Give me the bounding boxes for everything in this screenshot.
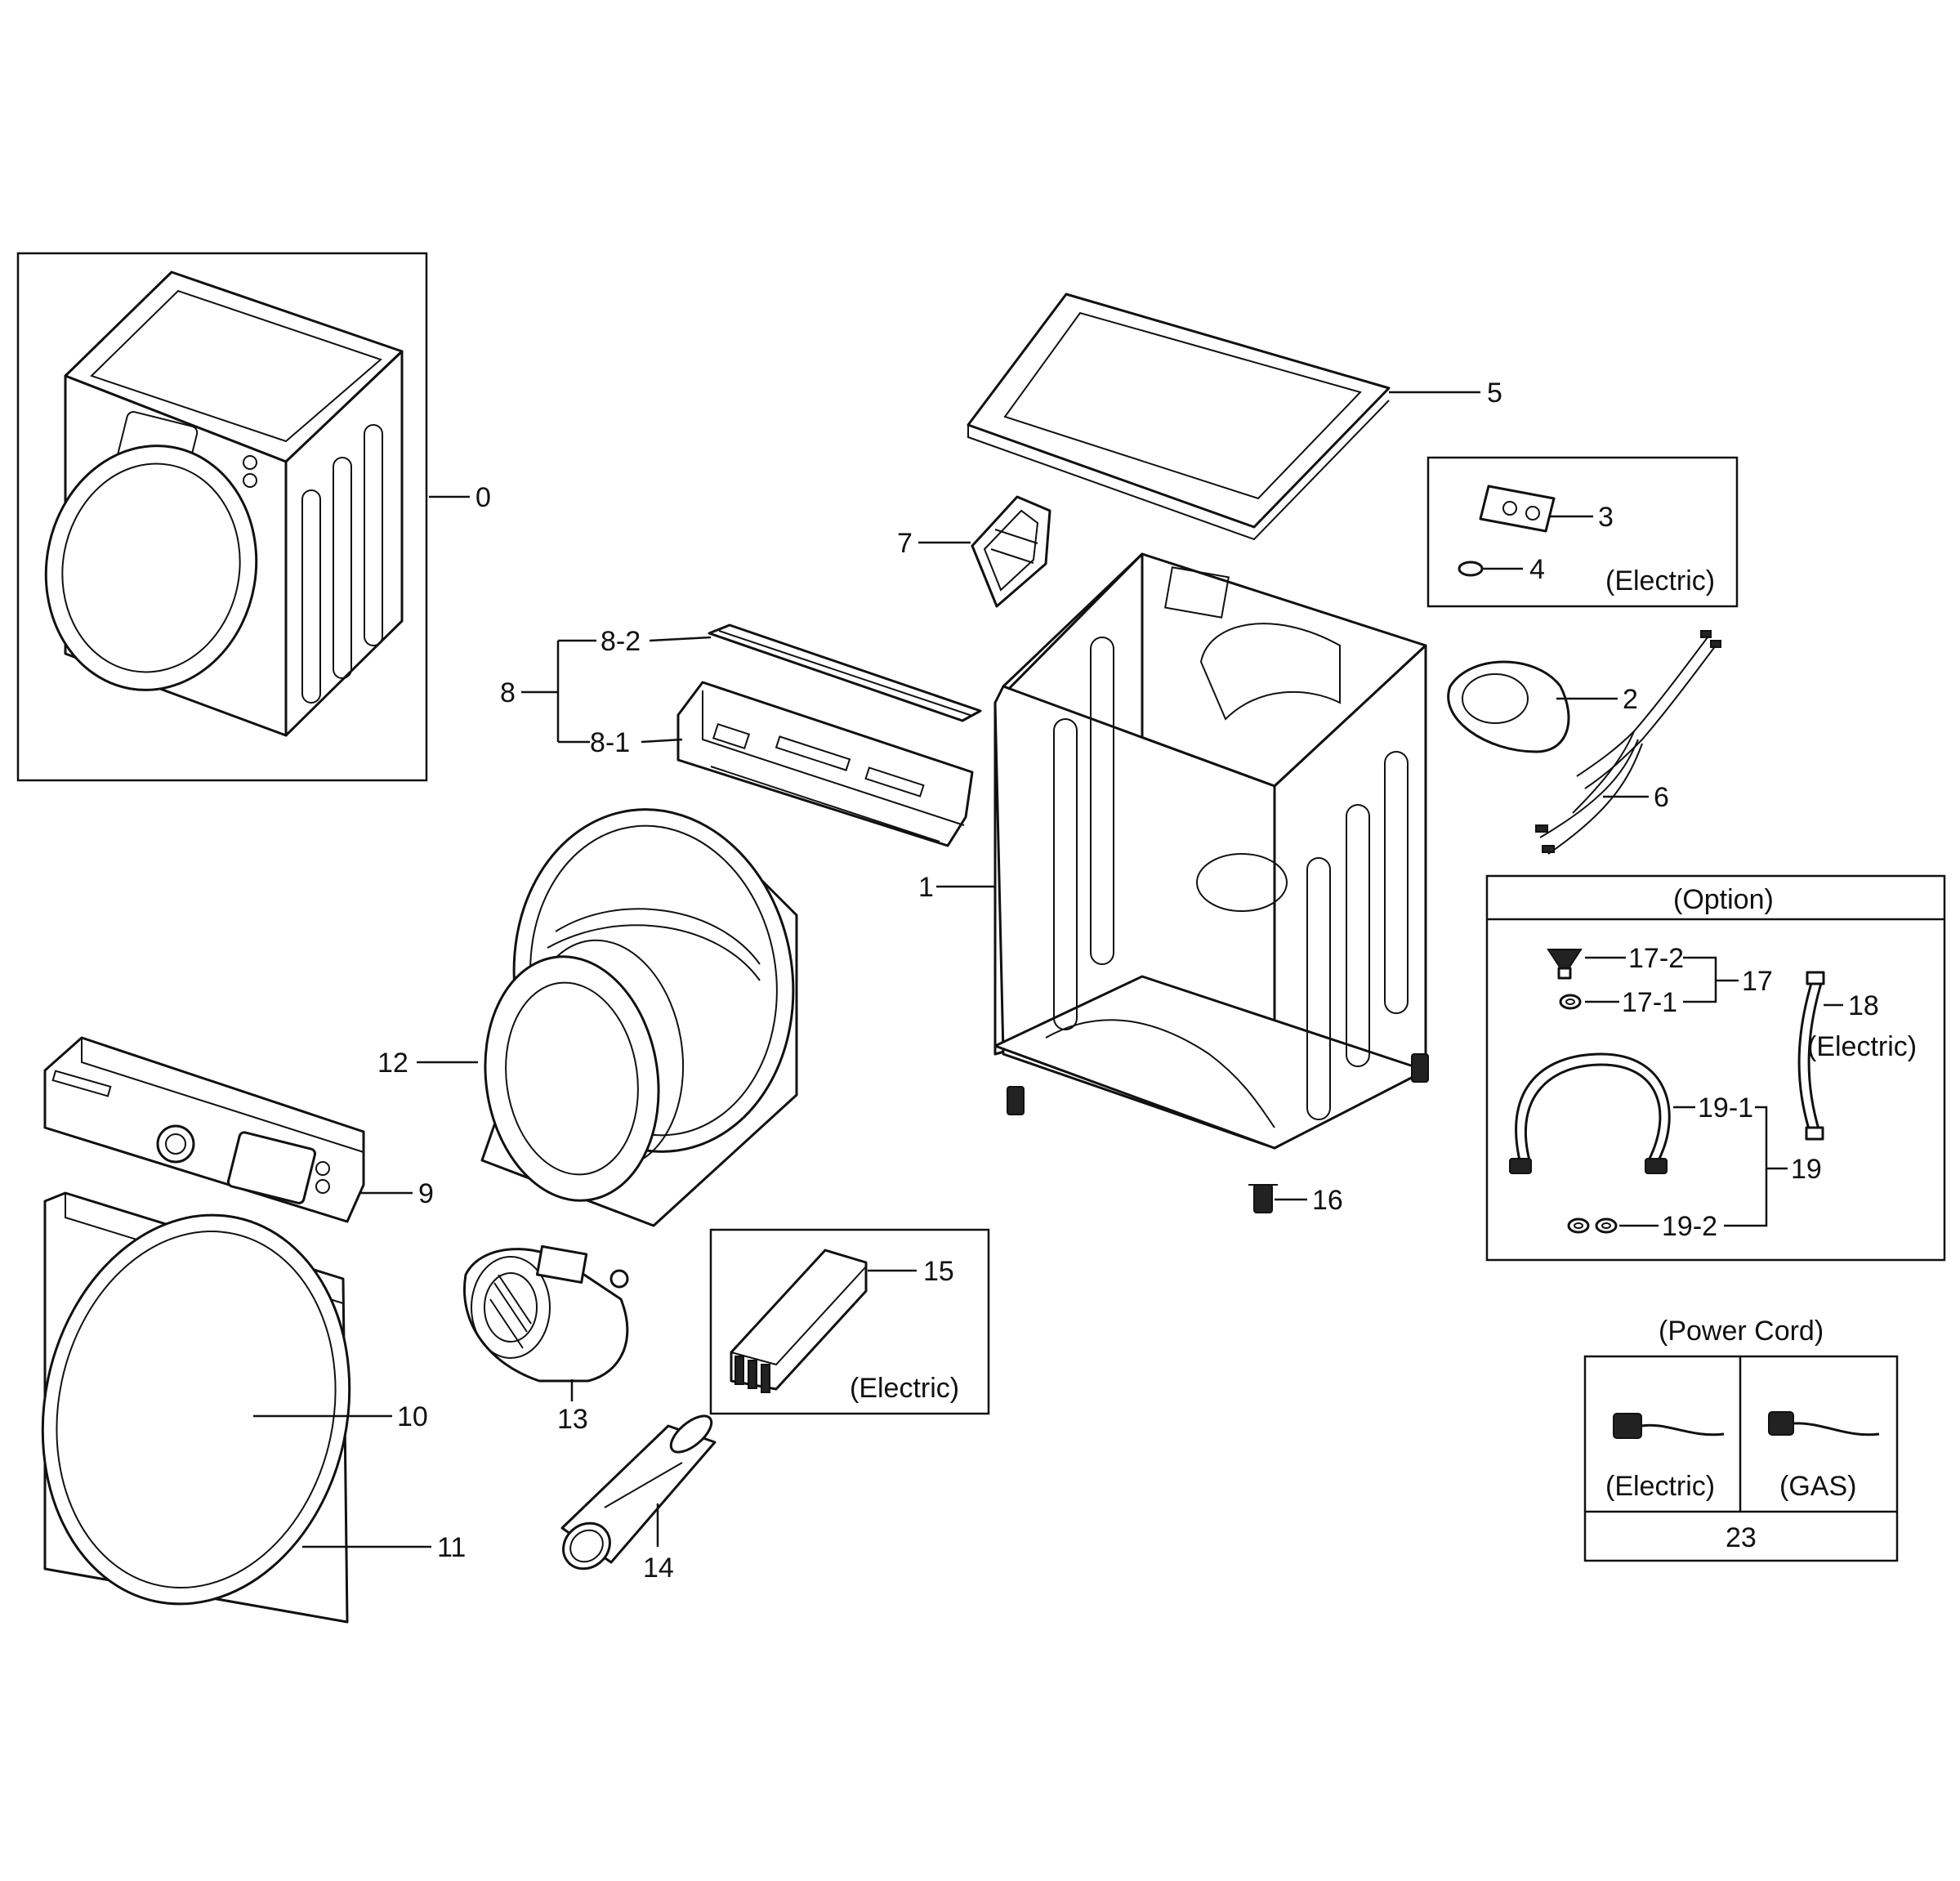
part-6-wire-harness (1535, 630, 1721, 855)
label-part-19-1: 19-1 (1698, 1092, 1753, 1124)
caption-electric-sensor: (Electric) (1605, 565, 1715, 596)
label-part-10: 10 (397, 1401, 428, 1432)
part-16-leveling-foot (1248, 1184, 1278, 1213)
part-15-heater (730, 1249, 868, 1393)
label-part-8: 8 (500, 677, 516, 708)
electric-cord-plug-icon (1613, 1413, 1725, 1439)
label-part-17-2: 17-2 (1628, 943, 1684, 974)
part-18-hose (1797, 971, 1825, 1141)
part-5-top-cover (967, 293, 1391, 541)
caption-cord-electric: (Electric) (1605, 1471, 1715, 1502)
label-part-8-2: 8-2 (601, 626, 641, 657)
label-part-12: 12 (377, 1048, 409, 1079)
caption-option: (Option) (1673, 884, 1774, 915)
power-cord-box (1583, 1355, 1899, 1562)
label-part-0: 0 (475, 482, 491, 513)
label-part-3: 3 (1598, 502, 1614, 533)
label-part-15: 15 (923, 1256, 954, 1287)
label-part-14: 14 (643, 1553, 674, 1584)
part-8-2-upper-rail (708, 623, 982, 722)
part-0-dryer-assembly (16, 252, 428, 782)
label-part-7: 7 (897, 528, 913, 559)
part-7-control-bracket (971, 495, 1051, 608)
part-19-2-washers (1567, 1218, 1618, 1234)
part-14-duct (560, 1414, 717, 1570)
label-part-17: 17 (1742, 966, 1773, 997)
part-3-bracket (1479, 485, 1556, 533)
part-2-vent-cover (1447, 660, 1570, 753)
electric-sensor-box (1426, 456, 1739, 608)
label-part-17-1: 17-1 (1622, 987, 1677, 1018)
label-part-23: 23 (1726, 1522, 1757, 1553)
electric-heater-box (709, 1228, 990, 1415)
caption-electric-hose: (Electric) (1807, 1031, 1917, 1062)
label-part-2: 2 (1623, 684, 1638, 715)
part-17-1-washer (1559, 994, 1582, 1010)
part-10-door (41, 1213, 351, 1606)
gas-cord-plug-icon (1768, 1411, 1880, 1436)
label-part-8-1: 8-1 (590, 727, 630, 758)
part-4-sensor (1458, 561, 1484, 577)
label-part-19-2: 19-2 (1662, 1211, 1717, 1242)
label-part-13: 13 (557, 1404, 588, 1435)
label-part-18: 18 (1848, 990, 1879, 1021)
label-part-16: 16 (1312, 1185, 1343, 1216)
label-part-4: 4 (1529, 554, 1545, 585)
part-8-1-front-frame (676, 681, 974, 847)
part-17-2-y-connector (1547, 949, 1583, 980)
part-19-1-fill-hose (1509, 1052, 1671, 1174)
label-part-11: 11 (437, 1532, 466, 1563)
option-box (1485, 874, 1946, 1262)
part-1-cabinet (993, 552, 1429, 1150)
caption-power-cord: (Power Cord) (1659, 1316, 1824, 1347)
label-part-19: 19 (1791, 1154, 1822, 1185)
caption-cord-gas: (GAS) (1779, 1471, 1856, 1502)
part-9-control-panel (43, 1036, 365, 1223)
label-part-9: 9 (418, 1178, 434, 1209)
label-part-6: 6 (1654, 782, 1669, 813)
part-12-drum (480, 808, 798, 1227)
caption-electric-heater: (Electric) (850, 1373, 959, 1404)
label-part-1: 1 (918, 872, 934, 903)
label-part-5: 5 (1487, 378, 1502, 409)
part-13-blower-housing (463, 1244, 629, 1383)
